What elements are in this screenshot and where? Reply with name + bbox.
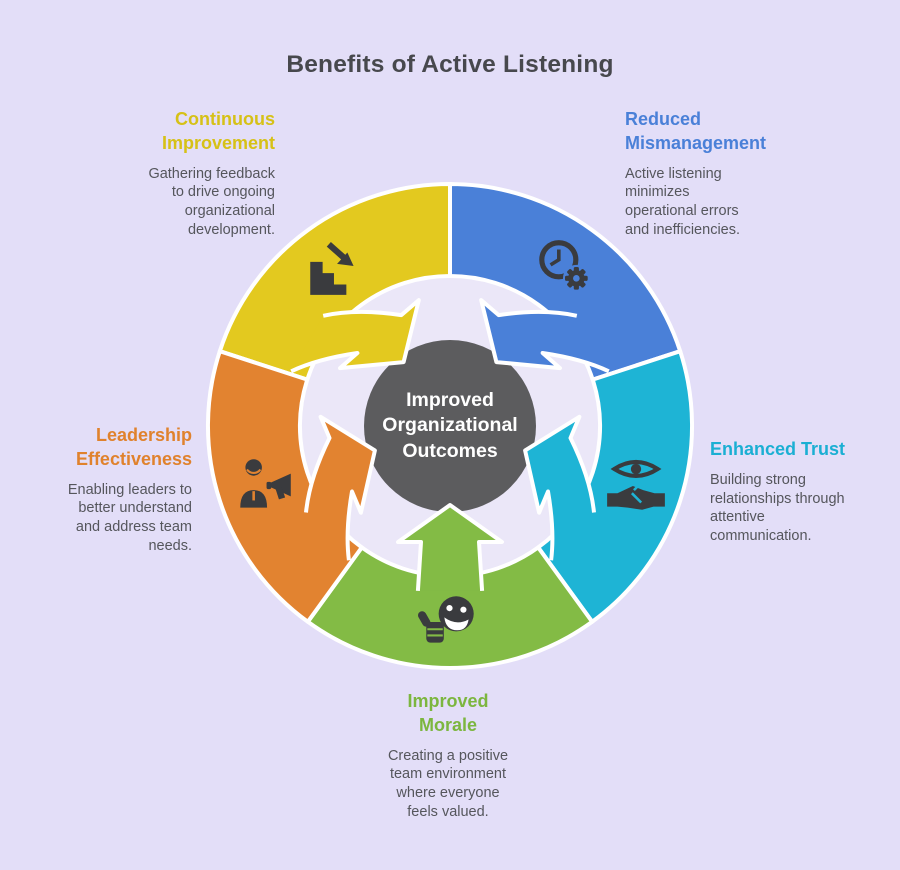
clock-gear-icon bbox=[532, 235, 598, 301]
segment-description: Active listening minimizes operational e… bbox=[625, 165, 741, 239]
segment-heading: Continuous Improvement bbox=[161, 109, 275, 153]
segment-description: Gathering feedback to drive ongoing orga… bbox=[148, 165, 275, 239]
segment-description: Creating a positive team environment whe… bbox=[387, 747, 509, 821]
stairs-decline-icon bbox=[302, 235, 368, 301]
segment-heading: Enhanced Trust bbox=[710, 439, 846, 459]
segment-label-leadership-effectiveness: Leadership Effectiveness Enabling leader… bbox=[42, 424, 192, 556]
segment-description: Enabling leaders to better understand an… bbox=[67, 481, 192, 555]
segment-label-improved-morale: Improved Morale Creating a positive team… bbox=[380, 690, 516, 822]
segment-label-enhanced-trust: Enhanced Trust Building strong relations… bbox=[710, 438, 846, 546]
page-title: Benefits of Active Listening bbox=[286, 51, 614, 78]
segment-description: Building strong relationships through at… bbox=[710, 471, 845, 545]
segment-label-continuous-improvement: Continuous Improvement Gathering feedbac… bbox=[125, 108, 275, 240]
person-megaphone-icon bbox=[232, 453, 298, 519]
segment-label-reduced-mismanagement: Reduced Mismanagement Active listening m… bbox=[625, 108, 785, 240]
center-circle-label: Improved Organizational Outcomes bbox=[382, 389, 518, 462]
smiley-thumbs-up-icon bbox=[417, 588, 483, 654]
segment-heading: Reduced Mismanagement bbox=[625, 109, 767, 153]
segment-heading: Improved Morale bbox=[407, 691, 489, 735]
segment-heading: Leadership Effectiveness bbox=[75, 425, 192, 469]
eye-handshake-icon bbox=[603, 453, 669, 519]
